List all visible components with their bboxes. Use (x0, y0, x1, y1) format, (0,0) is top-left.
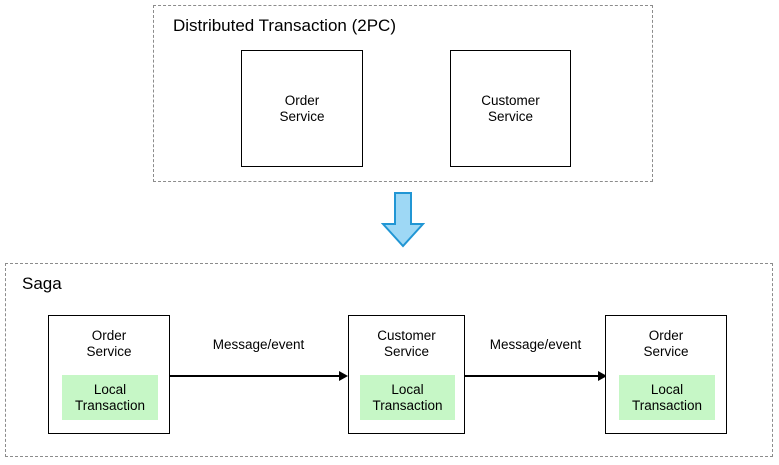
service-label-order-service-2pc: Order Service (279, 92, 325, 124)
local-transaction-saga-1: Local Transaction (62, 375, 158, 420)
service-box-order-service-saga-2[interactable]: Order Service Local Transaction (605, 315, 727, 434)
local-transaction-saga-3: Local Transaction (619, 375, 715, 420)
service-box-customer-service-saga[interactable]: Customer Service Local Transaction (348, 315, 465, 434)
group-title-saga: Saga (22, 274, 62, 293)
service-label-order-service-saga-1: Order Service (86, 328, 132, 359)
message-arrow-2-shaft (465, 375, 599, 377)
service-label-customer-service-2pc: Customer Service (481, 92, 540, 124)
message-arrow-1-shaft (170, 375, 340, 377)
message-arrow-1 (170, 371, 348, 381)
group-saga (5, 263, 773, 457)
message-arrow-1-label: Message/event (212, 337, 305, 352)
local-transaction-saga-2: Local Transaction (360, 375, 455, 420)
service-box-order-service-2pc[interactable]: Order Service (241, 50, 363, 167)
group-distributed-transaction (153, 5, 653, 182)
service-box-order-service-saga-1[interactable]: Order Service Local Transaction (48, 315, 170, 434)
service-box-customer-service-2pc[interactable]: Customer Service (450, 50, 571, 167)
message-arrow-1-head (339, 371, 348, 381)
message-arrow-2 (465, 371, 607, 381)
service-label-order-service-saga-2: Order Service (643, 328, 689, 359)
group-title-distributed-transaction: Distributed Transaction (2PC) (173, 16, 396, 35)
service-label-customer-service-saga: Customer Service (377, 328, 436, 359)
message-arrow-2-head (598, 371, 607, 381)
down-arrow-icon (380, 192, 426, 248)
message-arrow-2-label: Message/event (489, 337, 582, 352)
